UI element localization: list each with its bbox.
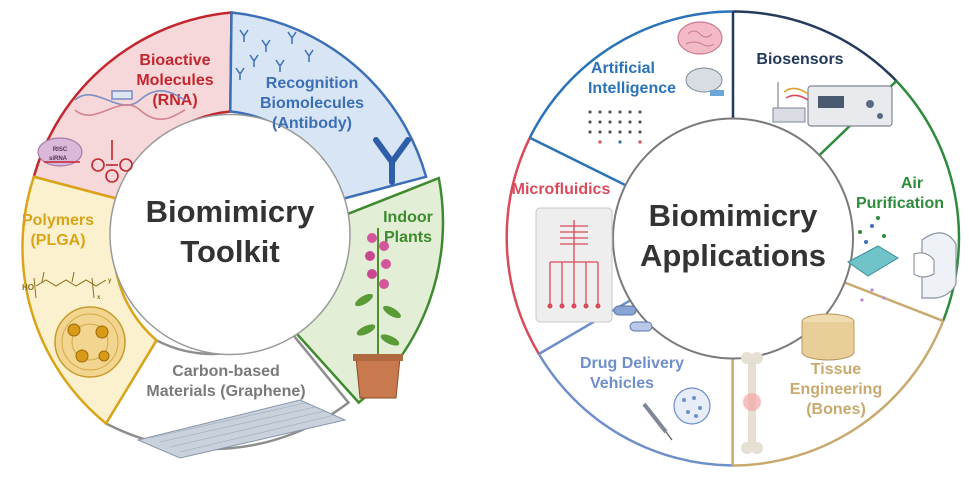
divider-air-tissue	[844, 281, 944, 323]
tissue-label-2: Engineering	[790, 381, 882, 398]
tissue-label-1: Tissue	[811, 361, 862, 378]
svg-text:HO: HO	[22, 283, 34, 292]
recognition-label-1: Recognition	[266, 75, 358, 92]
svg-text:RISC: RISC	[53, 147, 68, 153]
capsule-icons	[613, 305, 653, 332]
bioactive-label-2: Molecules	[136, 72, 213, 89]
syringe-icon	[642, 402, 673, 441]
trna-icon	[91, 140, 133, 183]
plants-label-2: Plants	[384, 229, 432, 246]
arc-drug	[537, 353, 733, 467]
arc-biosensors	[732, 10, 898, 82]
toolkit-hub	[109, 113, 351, 356]
polymers-label-1: Polymers	[22, 212, 94, 229]
graphene-sheet-icon	[136, 399, 347, 459]
arc-ai	[528, 10, 734, 139]
recognition-label-2: Biomolecules	[260, 95, 364, 112]
bioactive-label-3: (RNA)	[152, 92, 197, 109]
bone-scaffold-icon	[801, 313, 855, 361]
ai-label-1: Artificial	[591, 60, 655, 77]
toolkit-wheel: Biomimicry Toolkit Bioactive Molecules (…	[21, 11, 445, 459]
micro-label: Microfluidics	[512, 181, 611, 198]
applications-title-line1: Biomimicry	[649, 198, 819, 233]
plga-structure-icon: HO x y	[22, 271, 112, 301]
snapdragon-plant-icon	[353, 228, 403, 399]
rna-duplex-icon	[74, 89, 186, 121]
filter-membrane-icon	[847, 216, 899, 302]
arc-micro	[505, 137, 540, 355]
toolkit-title-line1: Biomimicry	[146, 194, 316, 229]
svg-text:siRNA: siRNA	[49, 156, 68, 162]
bioactive-label-1: Bioactive	[139, 52, 210, 69]
applications-title-line2: Applications	[640, 238, 826, 273]
divider-ai-micro	[529, 136, 627, 187]
face-mask-head-icon	[913, 232, 957, 299]
biosensor-device-icon	[772, 82, 893, 127]
svg-text:x: x	[97, 295, 101, 301]
air-label-2: Purification	[856, 195, 944, 212]
carbon-label-2: Materials (Graphene)	[146, 383, 305, 400]
applications-hub	[612, 117, 854, 360]
drug-label-1: Drug Delivery	[580, 355, 684, 372]
plants-label-1: Indoor	[383, 209, 433, 226]
tissue-label-3: (Bones)	[806, 401, 866, 418]
carbon-label-1: Carbon-based	[172, 363, 280, 380]
segment-polymers	[21, 175, 159, 426]
recognition-label-3: (Antibody)	[272, 115, 352, 132]
arc-tissue	[732, 320, 945, 467]
bone-icon	[741, 352, 763, 454]
vesicle-icon	[673, 387, 711, 425]
air-label-1: Air	[901, 175, 923, 192]
applications-wheel: Biomimicry Applications Artificial Intel…	[505, 10, 961, 467]
svg-text:y: y	[108, 278, 112, 284]
toolkit-title-line2: Toolkit	[180, 234, 279, 269]
microfluidic-chip-icon	[535, 207, 613, 323]
biosensors-label: Biosensors	[756, 51, 843, 68]
antibody-small-icons	[235, 29, 314, 80]
neural-network-icon	[588, 110, 642, 144]
nanoparticle-icon	[54, 306, 126, 378]
antibody-icon	[373, 137, 411, 185]
polymers-label-2: (PLGA)	[30, 232, 85, 249]
ai-label-2: Intelligence	[588, 80, 676, 97]
brain-icon	[677, 21, 724, 96]
drug-label-2: Vehicles	[590, 375, 654, 392]
risc-complex-icon: RISC siRNA	[37, 137, 83, 167]
